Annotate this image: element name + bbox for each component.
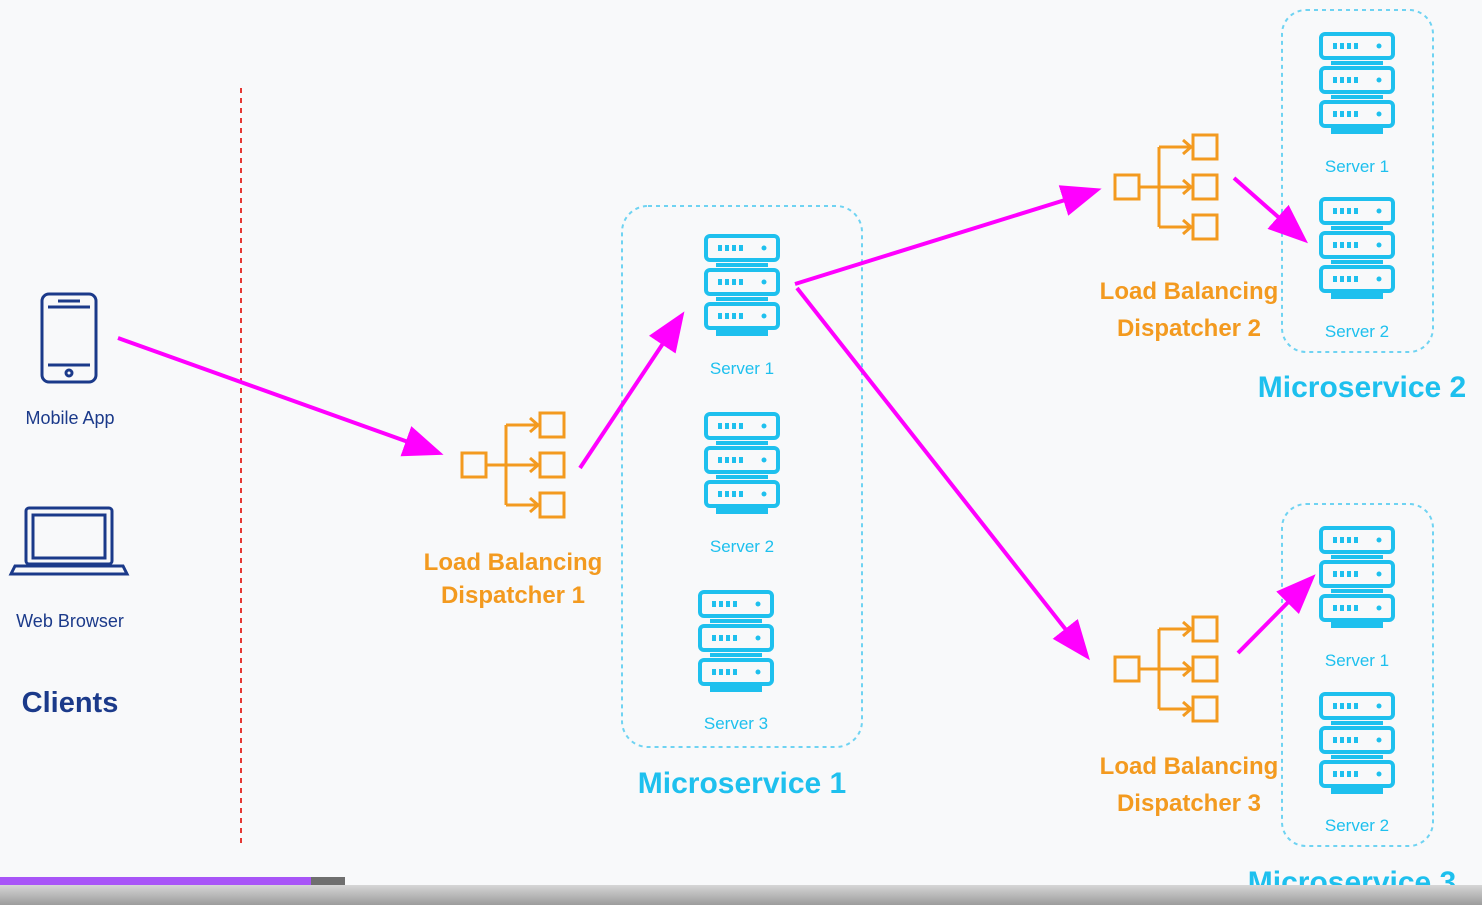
web-browser-label: Web Browser xyxy=(16,611,124,631)
arrow-dispatcher-1-to-ms1-server-1 xyxy=(578,311,685,470)
microservice-3-box xyxy=(1281,503,1434,847)
ms3-server-2-label: Server 2 xyxy=(1324,816,1390,835)
dispatcher-3-icon xyxy=(1113,615,1219,723)
mobile-app-label: Mobile App xyxy=(25,408,115,428)
ms2-server-2-label: Server 2 xyxy=(1324,322,1390,341)
arrow-dispatcher-3-to-ms3-server-1 xyxy=(1236,574,1316,655)
dispatcher-2-label-line1: Load Balancing xyxy=(1099,278,1279,305)
ms2-server-1-icon xyxy=(1319,32,1395,136)
microservice-1-box xyxy=(621,205,863,748)
ms1-server-1-label: Server 1 xyxy=(709,359,775,378)
microservice-1-title: Microservice 1 xyxy=(637,767,847,800)
ms1-server-2-icon xyxy=(704,412,780,516)
dispatcher-1-icon xyxy=(460,411,566,519)
dispatcher-2-label-line2: Dispatcher 2 xyxy=(1116,315,1262,342)
dispatcher-3-label: Load Balancing Dispatcher 3 xyxy=(1090,748,1288,822)
ms2-server-2-icon xyxy=(1319,197,1395,301)
video-progress-fill xyxy=(0,877,311,885)
ms3-server-2-icon xyxy=(1319,692,1395,796)
dispatcher-1-label: Load Balancing Dispatcher 1 xyxy=(414,546,612,612)
ms1-server-3-icon xyxy=(698,590,774,694)
ms1-server-2-label: Server 2 xyxy=(709,537,775,556)
ms3-server-1-label: Server 1 xyxy=(1324,651,1390,670)
dispatcher-1-label-line1: Load Balancing xyxy=(423,549,603,576)
arrow-ms1-to-dispatcher-3 xyxy=(795,286,1090,661)
microservice-2-box xyxy=(1281,9,1434,353)
clients-title: Clients xyxy=(21,687,119,719)
dispatcher-2-label: Load Balancing Dispatcher 2 xyxy=(1090,273,1288,347)
arrow-dispatcher-2-to-ms2-server-2 xyxy=(1232,176,1308,244)
video-controls-bar xyxy=(0,885,1482,905)
laptop-icon xyxy=(8,506,130,576)
dispatcher-3-label-line2: Dispatcher 3 xyxy=(1116,790,1262,817)
smartphone-icon xyxy=(40,292,98,384)
dispatcher-3-label-line1: Load Balancing xyxy=(1099,753,1279,780)
ms3-server-1-icon xyxy=(1319,526,1395,630)
dispatcher-2-icon xyxy=(1113,133,1219,241)
ms1-server-3-label: Server 3 xyxy=(703,714,769,733)
microservice-2-title: Microservice 2 xyxy=(1257,371,1467,404)
ms1-server-1-icon xyxy=(704,234,780,338)
arrow-ms1-to-dispatcher-2 xyxy=(794,185,1102,286)
ms2-server-1-label: Server 1 xyxy=(1324,157,1390,176)
dispatcher-1-label-line2: Dispatcher 1 xyxy=(440,582,586,609)
arrow-clients-to-dispatcher-1 xyxy=(117,336,444,457)
